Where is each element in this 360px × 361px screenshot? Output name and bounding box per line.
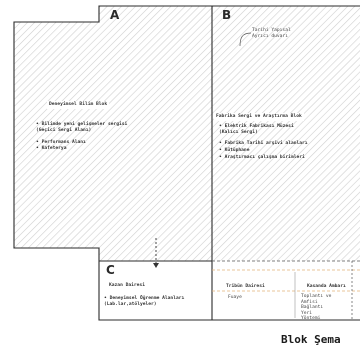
bottom-right-area	[212, 261, 360, 320]
block-b-item-2: • Fabrika Tarihi arşivi alanları	[219, 141, 308, 147]
block-b-area	[212, 6, 360, 261]
block-a-item-1-text: Bilimde yeni gelişmeler sergisi (Geçici …	[36, 122, 128, 133]
block-a-item-3-text: Kafeterya	[41, 146, 67, 151]
block-a-item-1: • Bilimde yeni gelişmeler sergisi (Geçic…	[36, 122, 127, 133]
block-b-item-4-text: Araştırmacı çalışma birimleri	[224, 155, 305, 160]
block-b-letter: B	[222, 8, 232, 22]
block-a-heading: Deneyimsel Bilim Blok	[47, 101, 110, 109]
bullet-icon: •	[219, 141, 222, 146]
bottom-right-left-sub: Fuaye	[228, 295, 242, 300]
block-b-item-1: • Elektrik Fabrikası Müzesi (Kalıcı Serg…	[219, 124, 294, 135]
block-a-item-2-text: Performans Alanı	[41, 140, 86, 145]
bullet-icon: •	[219, 124, 222, 129]
bottom-right-right-sub: Toplantı ve Amfisi Bağlantı Yeri Yöntemi	[301, 294, 332, 322]
block-c-area	[99, 261, 212, 320]
diagram-title: Blok Şema	[281, 333, 341, 346]
block-b-heading: Fabrika Sergi ve Araştırma Blok	[214, 113, 304, 121]
bullet-icon: •	[104, 296, 107, 301]
block-c-heading: Kazan Dairesi	[109, 283, 145, 288]
block-a-area	[14, 6, 212, 261]
bullet-icon: •	[36, 140, 39, 145]
block-c-item-1-text: Deneyimsel Öğrenme Alanları (Lab.lar,atö…	[104, 296, 185, 307]
bullet-icon: •	[219, 155, 222, 160]
block-b-item-2-text: Fabrika Tarihi arşivi alanları	[224, 141, 308, 146]
bottom-right-right-heading: Kasanda Ambarı	[307, 284, 346, 289]
bullet-icon: •	[36, 122, 39, 127]
annotation-leader	[239, 32, 252, 47]
bullet-icon: •	[36, 146, 39, 151]
block-b-item-1-text: Elektrik Fabrikası Müzesi (Kalıcı Sergi)	[219, 124, 294, 135]
block-a-item-3: • Kafeterya	[36, 146, 66, 152]
bullet-icon: •	[219, 148, 222, 153]
block-c-letter: C	[106, 263, 115, 277]
block-b-item-3: • Kütüphane	[219, 148, 249, 154]
block-a-letter: A	[110, 8, 120, 22]
block-c-item-1: • Deneyimsel Öğrenme Alanları (Lab.lar,a…	[104, 296, 184, 307]
outer-outline	[13, 5, 360, 321]
block-b-item-3-text: Kütüphane	[224, 148, 250, 153]
block-b-item-4: • Araştırmacı çalışma birimleri	[219, 155, 305, 161]
flow-arrow-head	[153, 263, 159, 268]
bottom-right-left-heading: Tribün Dairesi	[226, 284, 265, 289]
block-b-annotation: Tarihi Yapısal Ayrıcı duvarı	[252, 28, 291, 39]
block-a-item-2: • Performans Alanı	[36, 140, 86, 146]
